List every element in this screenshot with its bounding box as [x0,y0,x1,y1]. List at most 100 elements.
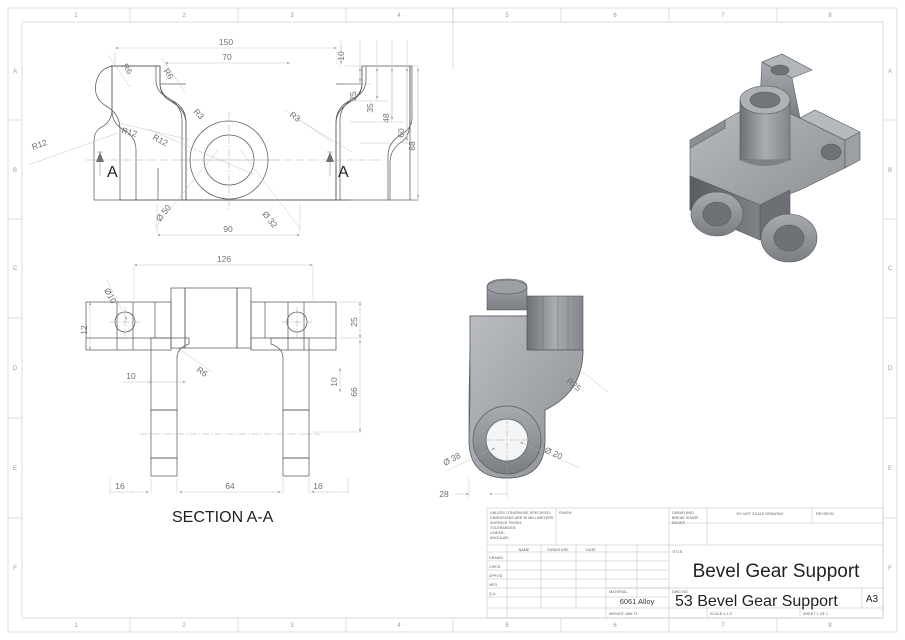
note-line-1: UNLESS OTHERWISE SPECIFIED: [490,511,551,515]
row-appvd: APPV'D [489,574,503,578]
dim-48: 48 [381,67,393,123]
section-view: 126 Ø10 12 25 10 10 66 R6 [79,254,362,526]
zone-left-d: D [13,366,18,372]
zone-top-8: 8 [828,13,832,19]
zone-bottom-6: 6 [613,623,617,629]
section-caption: SECTION A-A [172,509,274,526]
dim-88: 88 [407,67,419,199]
material-value: 6061 Alloy [620,597,655,606]
svg-text:64: 64 [225,481,235,491]
isometric-shaded-view [689,53,861,263]
dim-dia50: Ø 50 [154,202,173,223]
row-chkd: CHK'D [489,565,501,569]
dim-126: 126 [133,254,314,300]
svg-text:88: 88 [407,141,417,151]
dim-dia38: Ø 38 [441,450,462,468]
zone-left-c: C [13,266,18,272]
dim-dia32: Ø 32 [260,209,279,230]
zone-bottom-3: 3 [290,623,294,629]
zone-left-e: E [13,466,17,472]
dim-90: 90 [156,204,301,236]
dim-r3-b: R3 [288,109,303,124]
col-date: DATE [586,548,596,552]
svg-text:25: 25 [349,317,359,327]
sheet-of-value: SHEET 1 OF 1 [803,612,828,616]
dim-r6-mid: R6 [161,66,176,81]
svg-text:60: 60 [396,128,406,138]
do-not-scale-label: DO NOT SCALE DRAWING [737,512,784,516]
svg-text:25: 25 [348,91,358,101]
zone-right-c: C [888,266,893,272]
svg-text:70: 70 [222,52,232,62]
col-name: NAME [519,548,530,552]
finish-label: FINISH: [559,511,572,515]
svg-text:35: 35 [365,103,375,113]
svg-text:150: 150 [219,37,233,47]
dim-66: 66 [312,339,362,433]
dwg-no-label: DWG NO. [672,590,689,594]
scale-value: SCALE:1:1.5 [710,612,732,616]
dim-28: 28 [439,478,508,499]
deburr-line-2: BREAK SHARP [672,516,699,520]
svg-text:10: 10 [336,51,346,61]
dim-64: 64 [178,481,282,493]
dim-25: 25 [348,67,361,101]
note-line-4: TOLERANCES: [490,526,516,530]
svg-text:66: 66 [349,387,359,397]
section-label-a-left: A [107,164,118,181]
row-drawn: DRAWN [489,556,503,560]
zone-top-4: 4 [397,13,401,19]
dim-r6-section: R6 [195,364,210,379]
dim-r6-left: R6 [120,61,135,76]
svg-text:90: 90 [223,224,233,234]
weight-value: WEIGHT: 666.73 [609,612,637,616]
zone-bottom-8: 8 [828,623,832,629]
section-arrow-left [96,151,104,176]
dim-r12-b: R12 [30,137,48,152]
svg-text:16: 16 [115,481,125,491]
dim-dia20: Ø 20 [543,445,564,462]
svg-text:10: 10 [329,377,339,387]
dim-10: 10 [336,46,346,65]
svg-text:28: 28 [439,489,449,499]
dim-r3-a: R3 [192,107,207,122]
dim-150: 150 [114,37,338,64]
svg-text:16: 16 [313,481,323,491]
dim-25-section: 25 [338,301,362,339]
dim-10-vertical: 10 [329,367,341,393]
zone-left-a: A [13,69,17,75]
side-shaded-view: R25 Ø 38 Ø 20 28 [439,278,609,499]
deburr-line-3: EDGES [672,521,686,525]
dim-r12-a: R12 [120,125,138,139]
title-block: UNLESS OTHERWISE SPECIFIED: DIMENSIONS A… [486,507,884,619]
note-line-5: LINEAR: [490,531,505,535]
zone-bottom-1: 1 [74,623,78,629]
zone-right-e: E [888,466,892,472]
zone-right-d: D [888,366,893,372]
dim-35: 35 [365,67,378,113]
zone-bottom-7: 7 [721,623,725,629]
zone-right-a: A [888,69,892,75]
sheet-size: A3 [866,594,879,605]
dim-dia10: Ø10 [102,286,119,305]
dim-12: 12 [79,301,91,351]
svg-text:12: 12 [79,325,89,335]
material-label: MATERIAL: [609,590,629,594]
section-arrow-right [326,151,334,176]
revision-label: REVISION [816,512,834,516]
front-view: A A 150 70 90 [27,37,420,236]
svg-text:126: 126 [217,254,231,264]
zone-top-7: 7 [721,13,725,19]
dim-16-left: 16 [110,481,150,493]
col-signature: SIGNATURE [547,548,569,552]
zone-bottom-5: 5 [505,623,509,629]
sheet-frame: 1 2 3 4 5 6 7 8 1 2 3 4 5 6 7 8 A B C D … [7,7,898,633]
note-line-3: SURFACE FINISH: [490,521,522,525]
dim-60: 60 [396,67,408,142]
zone-top-5: 5 [505,13,509,19]
zone-top-6: 6 [613,13,617,19]
zone-left-b: B [13,168,17,174]
zone-left-f: F [13,566,17,572]
